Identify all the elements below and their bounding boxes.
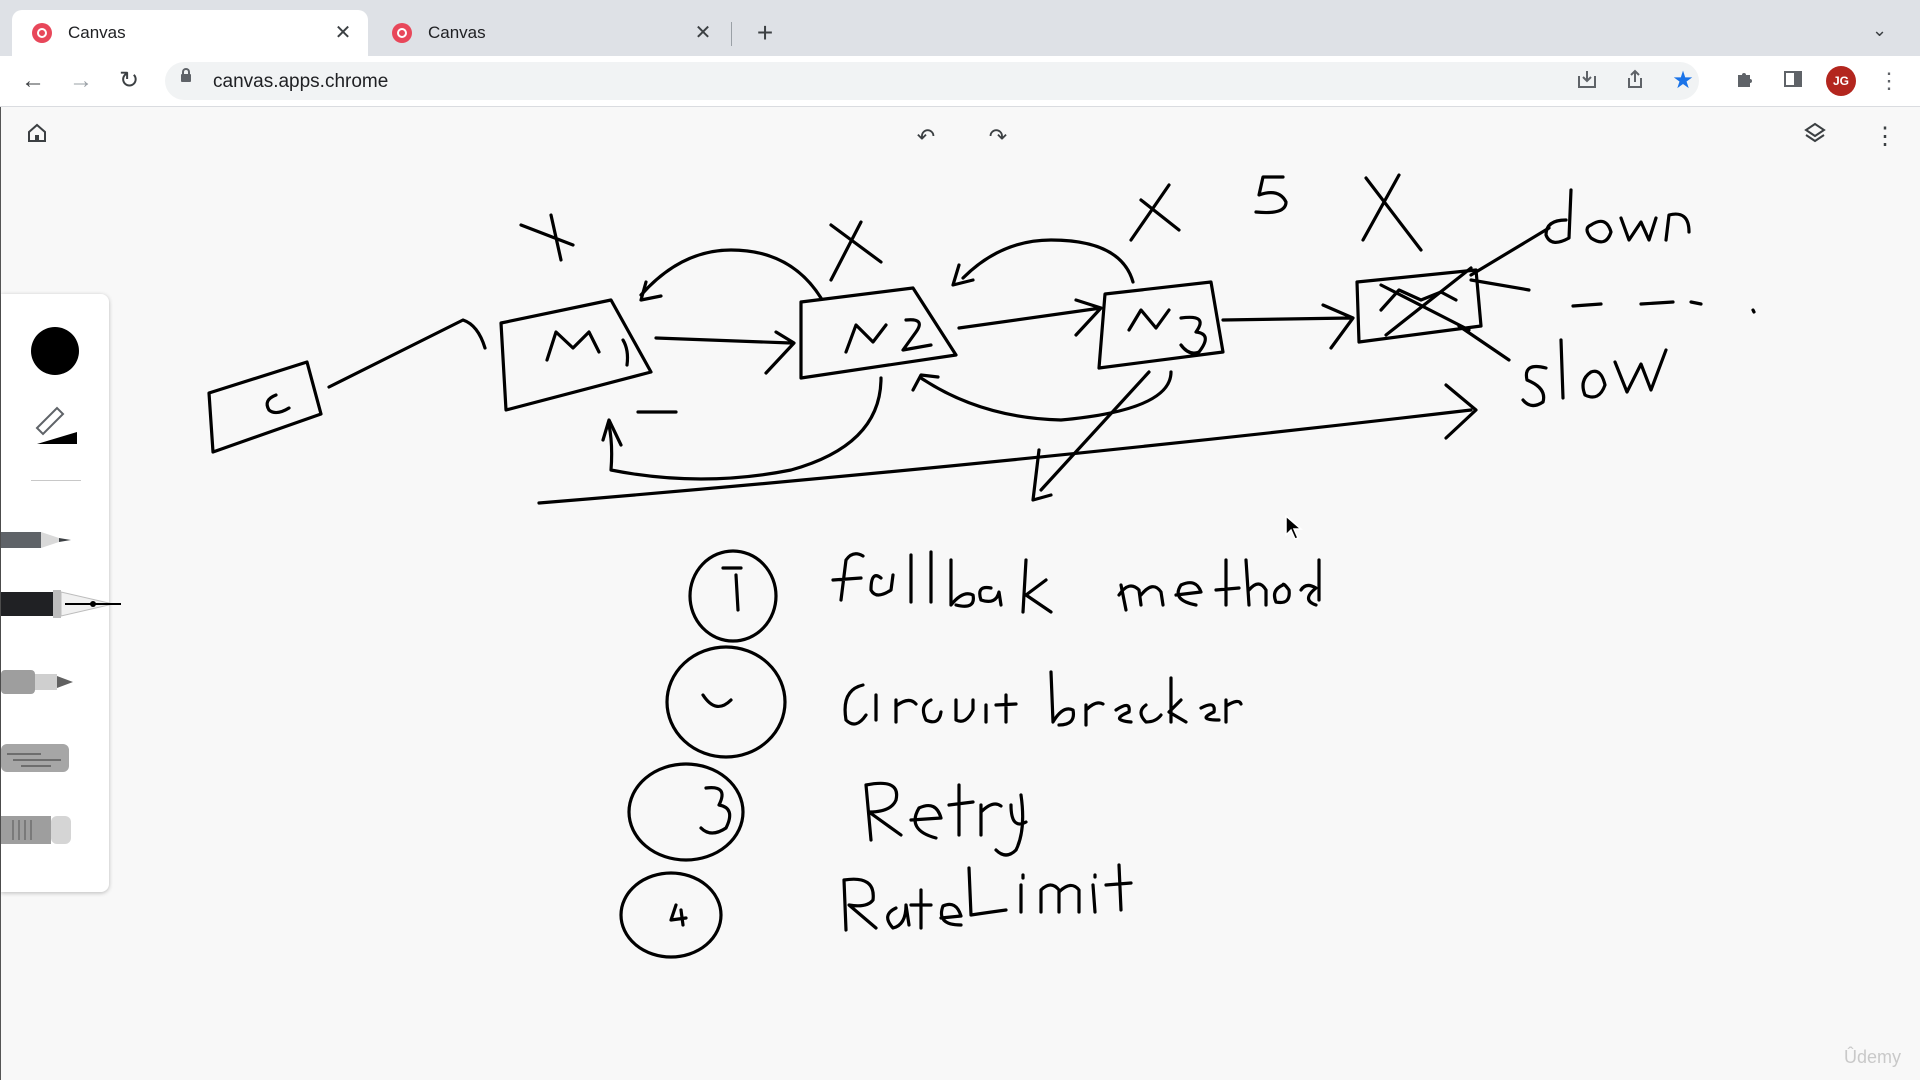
layers-icon[interactable] <box>1799 121 1831 153</box>
home-icon[interactable] <box>21 121 53 153</box>
tab-canvas-2[interactable]: Canvas ✕ <box>372 10 728 56</box>
canvas-app: ↶ ↷ ⋮ Ûdemy <box>0 107 1920 1080</box>
stroke-m2-label-m <box>844 323 888 354</box>
stroke-long-arrow <box>537 383 1478 505</box>
chalk-tool-icon[interactable] <box>1 740 73 781</box>
stroke-num-3 <box>699 786 732 835</box>
more-icon[interactable]: ⋮ <box>1873 123 1897 150</box>
stroke-c-to-m1 <box>327 318 487 389</box>
stroke-m1-cross <box>519 213 575 262</box>
stroke-m2-cross <box>829 220 883 282</box>
stroke-m1-one <box>621 338 630 367</box>
fountain-pen-tool-icon[interactable] <box>1 584 125 629</box>
stroke-list-text-2 <box>843 670 1243 727</box>
stroke-word-slow <box>1521 338 1668 408</box>
extensions-icon[interactable] <box>1732 68 1758 94</box>
tab-canvas-1[interactable]: Canvas ✕ <box>12 10 368 56</box>
close-tab-icon[interactable]: ✕ <box>334 22 352 44</box>
tab-separator <box>731 22 732 46</box>
tab-search-chevron-icon[interactable]: ⌄ <box>1872 20 1888 40</box>
stroke-m2-to-m3 <box>957 298 1103 337</box>
eraser-tool-icon[interactable] <box>1 812 73 853</box>
stroke-circle-4 <box>619 871 723 959</box>
stroke-m2-box <box>799 286 958 380</box>
stroke-m2-to-m1-return <box>607 376 883 481</box>
stroke-m4-cross <box>1361 173 1423 252</box>
stroke-word-down <box>1544 188 1691 244</box>
bookmark-star-icon[interactable]: ★ <box>1672 67 1694 94</box>
stroke-circle-1 <box>688 549 778 643</box>
stroke-m2-back-arrowhead <box>639 280 663 302</box>
stroke-m1-box <box>499 298 653 412</box>
stroke-num-1 <box>721 566 743 612</box>
stroke-list-text-3 <box>864 781 1028 857</box>
stroke-m4-label <box>1379 288 1458 312</box>
stroke-circle-2 <box>665 645 787 759</box>
stroke-down-connector <box>1469 226 1551 277</box>
stroke-num-2 <box>701 693 733 708</box>
stroke-m4-dash-out <box>1469 278 1531 292</box>
pencil-tool-icon[interactable] <box>1 526 73 559</box>
stroke-m3-cross <box>1129 183 1181 242</box>
tab-title: Canvas <box>428 23 486 42</box>
stroke-m3-label-three <box>1179 315 1207 355</box>
undo-icon[interactable]: ↶ <box>916 124 936 149</box>
stroke-circle-3 <box>627 762 745 862</box>
stroke-client-box <box>207 360 323 454</box>
stroke-dashes <box>1571 300 1756 314</box>
stroke-m1-label <box>545 330 601 362</box>
side-panel-icon[interactable] <box>1780 68 1806 94</box>
redo-icon[interactable]: ↷ <box>988 124 1008 149</box>
canvas-favicon-icon <box>392 23 412 43</box>
stroke-m3-down-arrow <box>1031 370 1151 502</box>
stroke-m4-strike <box>1379 266 1473 337</box>
stroke-size-icon[interactable] <box>33 404 79 451</box>
stroke-client-c <box>265 393 291 415</box>
install-app-icon[interactable] <box>1574 68 1600 94</box>
stroke-slow-connector <box>1457 324 1511 362</box>
stroke-m3-box <box>1097 280 1225 370</box>
new-tab-button[interactable]: + <box>756 17 774 48</box>
url-text: canvas.apps.chrome <box>213 71 389 92</box>
browser-toolbar: ← → ↻ canvas.apps.chrome ★ JG ⋮ <box>0 56 1920 107</box>
color-picker-button[interactable] <box>31 327 79 375</box>
share-icon[interactable] <box>1622 68 1648 94</box>
stroke-m4-box <box>1355 268 1483 344</box>
profile-avatar[interactable]: JG <box>1826 66 1856 96</box>
stroke-mark-5 <box>1254 175 1288 215</box>
mouse-cursor-icon <box>1285 514 1304 546</box>
address-bar[interactable]: canvas.apps.chrome ★ <box>165 62 1699 100</box>
stroke-m3-label-m <box>1127 308 1171 332</box>
stroke-m3-to-m2-return <box>911 370 1173 422</box>
stroke-m3-back-arc <box>961 238 1135 284</box>
close-tab-icon[interactable]: ✕ <box>694 22 712 44</box>
marker-tool-icon[interactable] <box>1 664 75 705</box>
back-icon[interactable]: ← <box>21 67 45 94</box>
stroke-m3-back-arrowhead <box>951 263 975 287</box>
panel-divider <box>31 480 81 481</box>
tool-panel <box>1 294 121 892</box>
stroke-list-text-4 <box>842 863 1133 932</box>
stroke-m2-label-two <box>901 318 933 352</box>
stroke-m2-back-arc <box>639 248 823 300</box>
canvas-favicon-icon <box>32 23 52 43</box>
stroke-m3-to-m4 <box>1221 303 1355 350</box>
lock-icon <box>181 68 191 82</box>
forward-icon[interactable]: → <box>69 67 93 94</box>
chrome-menu-icon[interactable]: ⋮ <box>1878 68 1900 93</box>
reload-icon[interactable]: ↻ <box>118 67 140 94</box>
drawing-canvas[interactable] <box>1 107 1920 1080</box>
watermark: Ûdemy <box>1844 1047 1902 1067</box>
stroke-m1-return-arrowhead <box>601 418 623 447</box>
tab-title: Canvas <box>68 23 126 42</box>
stroke-m1-to-m2 <box>654 330 796 375</box>
tab-strip: Canvas ✕ Canvas ✕ + ⌄ <box>0 0 1920 56</box>
stroke-num-4 <box>669 903 688 927</box>
stroke-list-text-1 <box>831 550 1321 614</box>
